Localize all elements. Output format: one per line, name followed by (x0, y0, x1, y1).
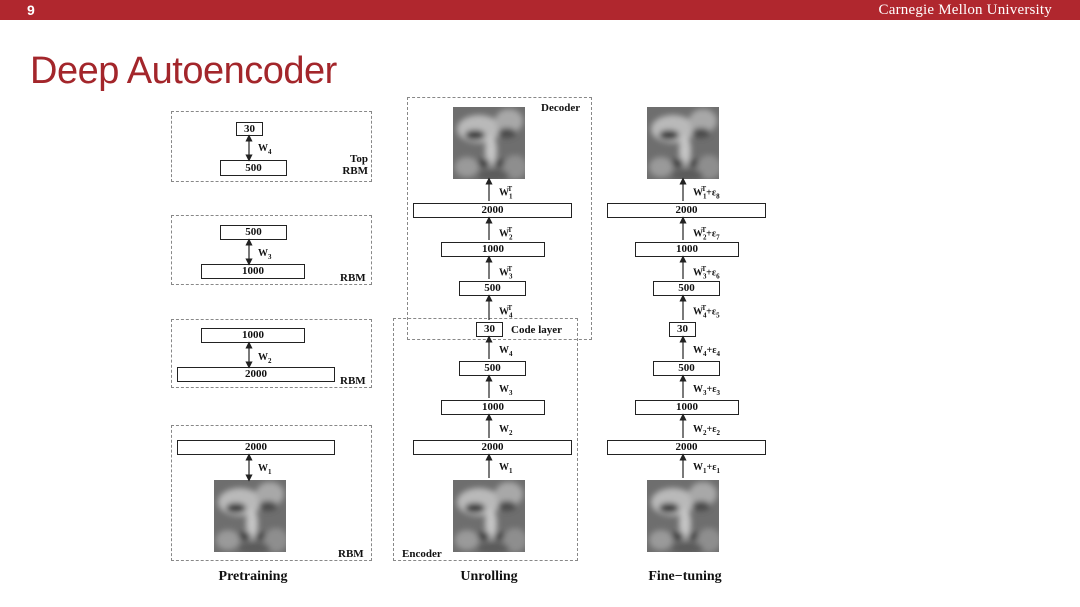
finetune-weight-5: W4+ε4 (693, 345, 720, 358)
header-bar: 9 Carnegie Mellon University (0, 0, 1080, 20)
finetune-weight-6: W3+ε3 (693, 384, 720, 397)
rbm2-upper-layer: 1000 (201, 328, 305, 343)
unroll-weight-w1: W1 (499, 462, 513, 475)
rbm1-panel (171, 425, 372, 561)
unroll-weight-w4t: W4T (499, 304, 513, 320)
finetune-layer-1000-bottom: 1000 (635, 400, 739, 415)
finetune-weight-2: W2T+ε7 (693, 226, 720, 242)
rbm3-lower-layer: 1000 (201, 264, 305, 279)
unroll-layer-1000-top: 1000 (441, 242, 545, 257)
code-layer-label: Code layer (511, 324, 563, 336)
unroll-layer-1000-bottom: 1000 (441, 400, 545, 415)
finetune-code-layer: 30 (669, 322, 696, 337)
encoder-label: Encoder (402, 548, 442, 560)
rbm1-weight: W1 (258, 463, 272, 476)
finetuning-caption: Fine−tuning (648, 569, 722, 584)
top-rbm-lower-layer: 500 (220, 160, 287, 176)
finetune-weight-3: W3T+ε6 (693, 265, 720, 281)
rbm3-upper-layer: 500 (220, 225, 287, 240)
rbm3-label: RBM (340, 272, 366, 284)
rbm3-weight: W3 (258, 248, 272, 261)
university-name: Carnegie Mellon University (878, 2, 1052, 18)
finetune-weight-1: W1T+ε8 (693, 185, 720, 201)
unroll-weight-w4: W4 (499, 345, 513, 358)
top-rbm-weight: W4 (258, 143, 272, 156)
rbm3-panel (171, 215, 372, 285)
finetune-weight-4: W4T+ε5 (693, 304, 720, 320)
rbm2-lower-layer: 2000 (177, 367, 335, 382)
decoder-panel (407, 97, 592, 340)
rbm1-label: RBM (338, 548, 364, 560)
page-number: 9 (27, 2, 35, 18)
rbm2-weight: W2 (258, 352, 272, 365)
encoder-panel (393, 318, 578, 561)
pretraining-caption: Pretraining (218, 569, 288, 584)
top-rbm-panel (171, 111, 372, 182)
unroll-weight-w1t: W1T (499, 185, 513, 201)
unroll-weight-w2t: W2T (499, 226, 513, 242)
slide-title: Deep Autoencoder (30, 50, 337, 92)
finetune-layer-1000-top: 1000 (635, 242, 739, 257)
top-rbm-label: Top RBM (342, 153, 368, 177)
finetune-weight-7: W2+ε2 (693, 424, 720, 437)
rbm1-upper-layer: 2000 (177, 440, 335, 455)
rbm2-label: RBM (340, 375, 366, 387)
rbm2-panel (171, 319, 372, 388)
finetune-weight-8: W1+ε1 (693, 462, 720, 475)
unroll-weight-w2: W2 (499, 424, 513, 437)
decoder-label: Decoder (541, 102, 581, 114)
unroll-weight-w3: W3 (499, 384, 513, 397)
unroll-weight-w3t: W3T (499, 265, 513, 281)
unrolling-caption: Unrolling (460, 569, 518, 584)
